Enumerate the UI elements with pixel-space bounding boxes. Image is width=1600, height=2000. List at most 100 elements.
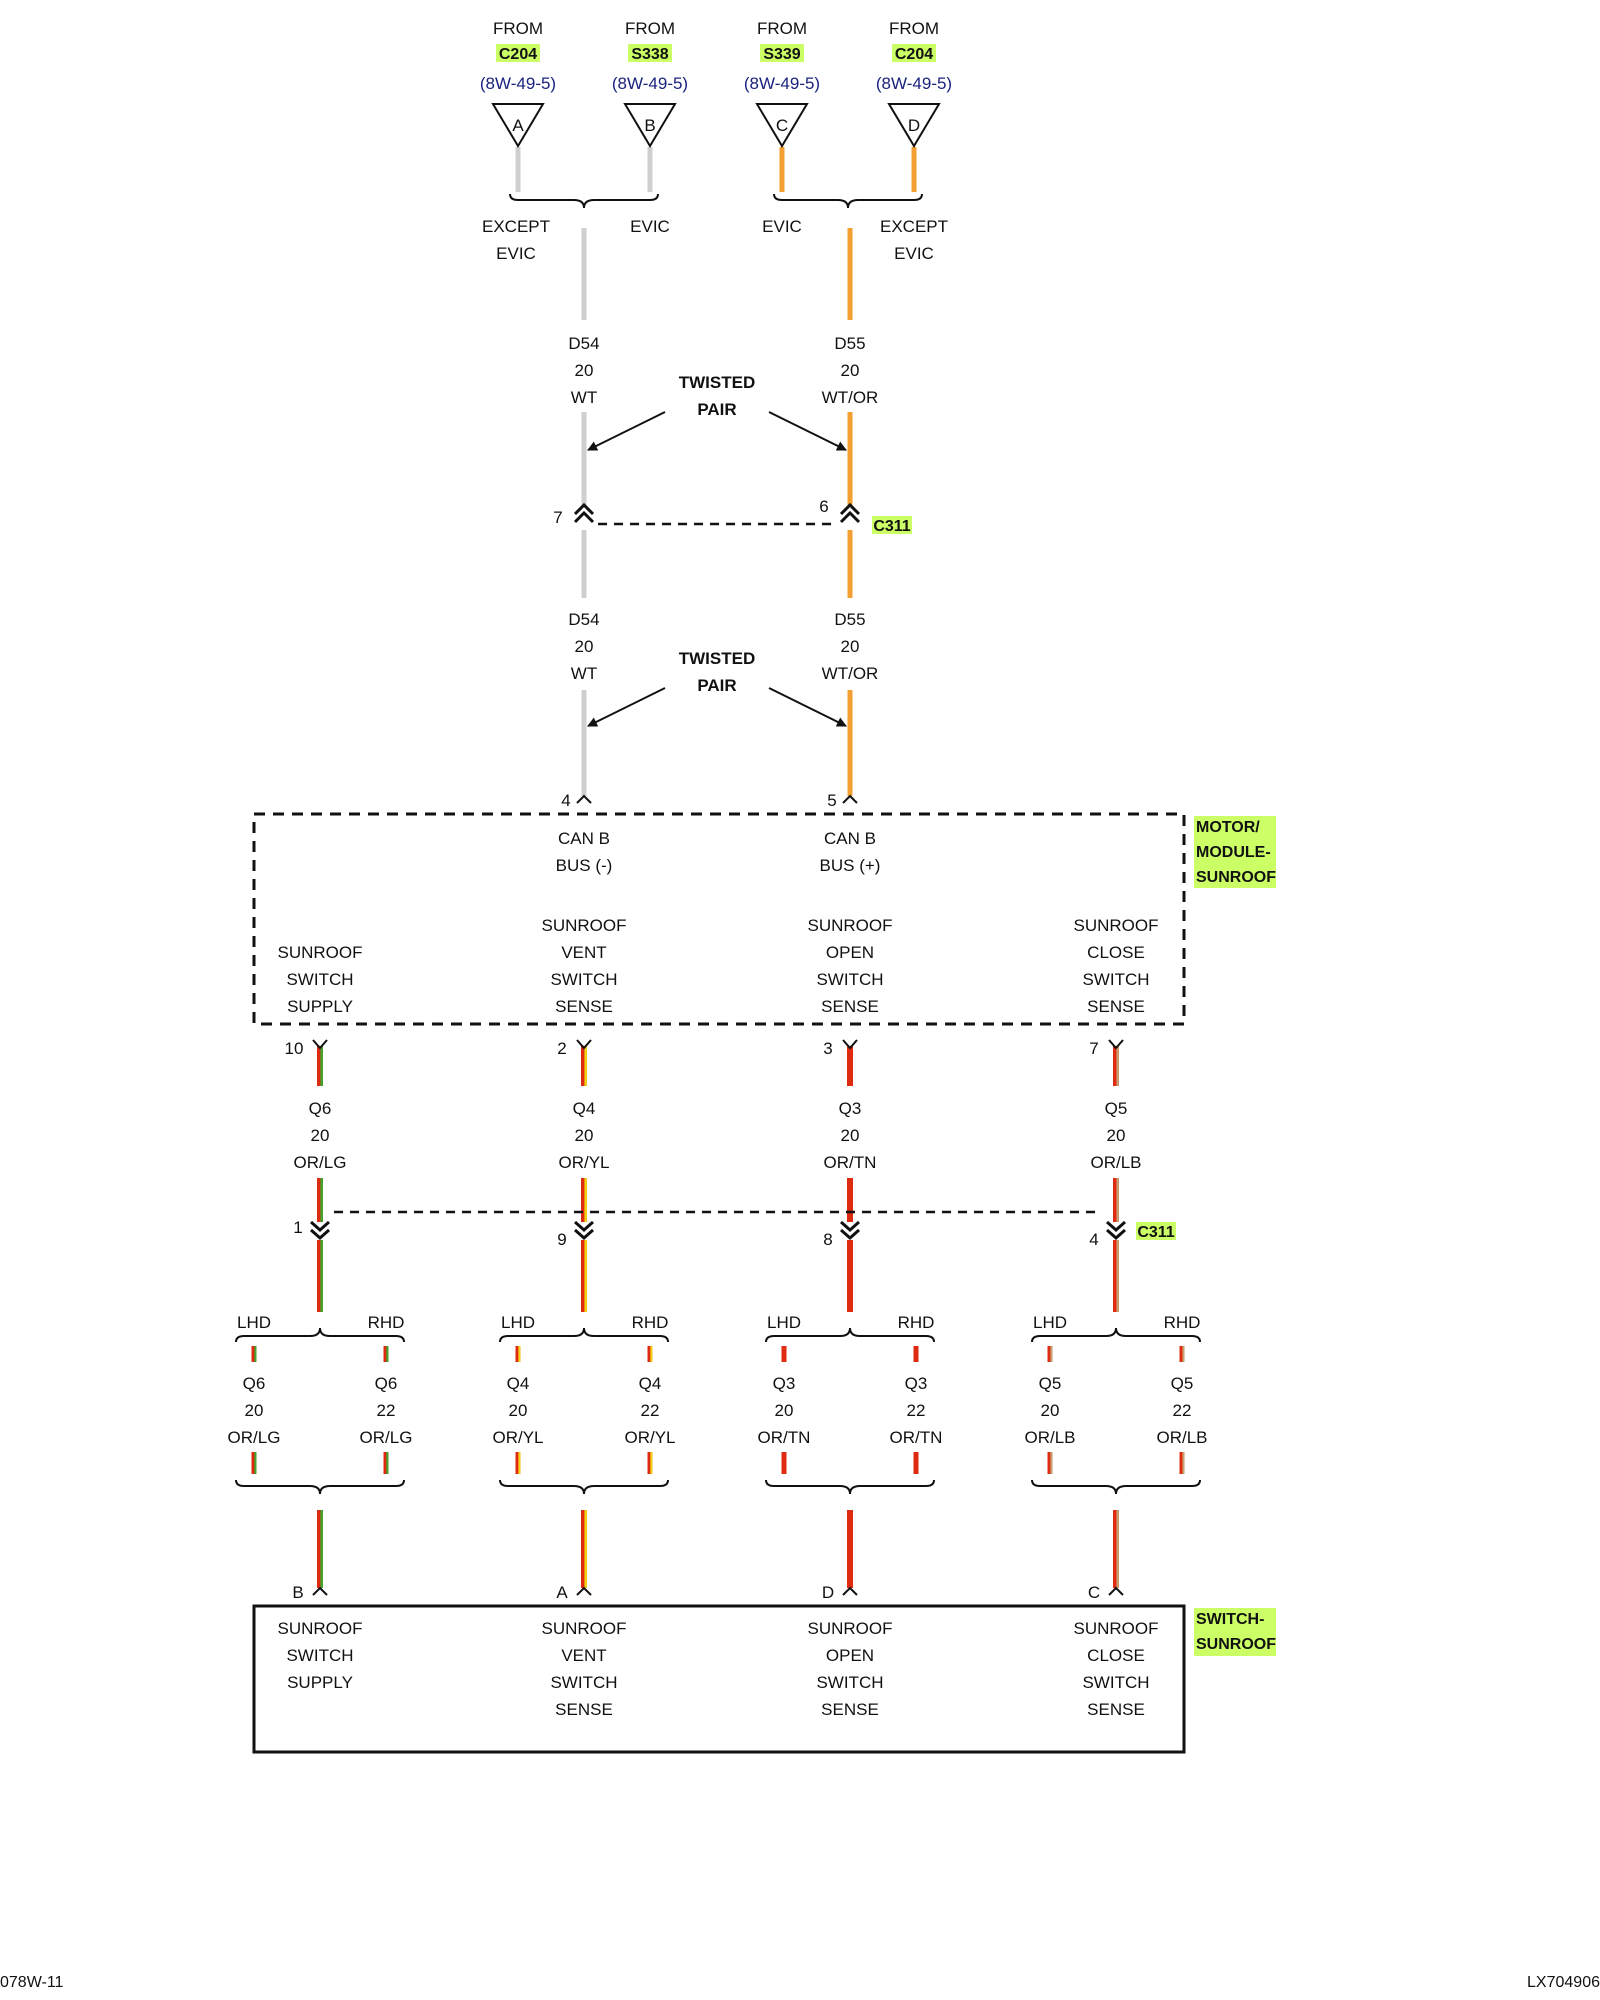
module-terminal-pin-label: 2	[557, 1039, 566, 1058]
c311-highlight	[1136, 1222, 1176, 1240]
source-letter: A	[512, 116, 524, 135]
rhd-circuit-label: 22	[1173, 1401, 1192, 1420]
module-terminal-pin-label: 10	[285, 1039, 304, 1058]
lhd-circuit-label: 20	[1041, 1401, 1060, 1420]
can-wire-right-label: WT/OR	[822, 664, 879, 683]
module-terminal-label: SENSE	[1087, 997, 1145, 1016]
switch-pin-chevron	[1108, 1586, 1124, 1596]
module-can-pin-chevron	[842, 794, 858, 804]
module-can-pin-chevron	[576, 794, 592, 804]
switch-circuit-label: OR/LG	[294, 1153, 347, 1172]
switch-terminal-label: SWITCH	[816, 1673, 883, 1692]
can-wire-right-label: D55	[834, 610, 865, 629]
source-letter: D	[908, 116, 920, 135]
lhd-rhd-brace-bottom	[499, 1479, 669, 1495]
source-ref-label: (8W-49-5)	[612, 74, 688, 93]
source-connector-label: C204	[895, 46, 933, 63]
rhd-circuit-label: OR/TN	[890, 1428, 943, 1447]
switch-circuit-label: OR/TN	[824, 1153, 877, 1172]
source-connector-highlight	[892, 44, 936, 62]
option-brace-left	[509, 193, 659, 209]
rhd-label: RHD	[368, 1313, 405, 1332]
source-ref-label: (8W-49-5)	[876, 74, 952, 93]
source-triangle	[491, 103, 545, 148]
module-terminal-pin-chevron	[312, 1039, 328, 1050]
module-terminal-label: SWITCH	[550, 970, 617, 989]
module-terminal-pin-chevron	[1108, 1039, 1124, 1050]
c311-lower-chevron	[310, 1228, 330, 1241]
switch-terminal-label: SWITCH	[550, 1673, 617, 1692]
source-triangle	[623, 103, 677, 148]
twisted-pair-label: PAIR	[697, 400, 736, 419]
lhd-rhd-brace-top	[1031, 1327, 1201, 1343]
rhd-label: RHD	[1164, 1313, 1201, 1332]
module-terminal-label: SUNROOF	[542, 916, 627, 935]
rhd-circuit-label: 22	[641, 1401, 660, 1420]
option-brace-right	[773, 193, 923, 209]
module-name-label: SUNROOF	[1196, 869, 1276, 886]
switch-circuit-label: 20	[311, 1126, 330, 1145]
module-can-pin-label: 5	[827, 791, 836, 810]
option-label: EVIC	[496, 244, 536, 263]
switch-circuit-label: Q3	[839, 1099, 862, 1118]
switch-circuit-label: 20	[1107, 1126, 1126, 1145]
module-terminal-pin-chevron	[576, 1039, 592, 1050]
twisted-pair-arrow	[768, 411, 847, 451]
rhd-circuit-label: OR/LG	[360, 1428, 413, 1447]
switch-circuit-label: OR/YL	[558, 1153, 609, 1172]
twisted-pair-label: TWISTED	[679, 649, 756, 668]
twisted-pair-arrow	[587, 687, 666, 727]
switch-circuit-label: Q4	[573, 1099, 596, 1118]
switch-terminal-label: SUPPLY	[287, 1673, 353, 1692]
module-terminal-label: VENT	[561, 943, 606, 962]
module-terminal-label: OPEN	[826, 943, 874, 962]
option-label: EXCEPT	[880, 217, 948, 236]
switch-terminal-label: SENSE	[555, 1700, 613, 1719]
c311-lower-chevron	[310, 1220, 330, 1233]
switch-terminal-label: SENSE	[1087, 1700, 1145, 1719]
rhd-circuit-label: Q6	[375, 1374, 398, 1393]
can-wire-left-label: D54	[568, 334, 599, 353]
module-terminal-label: SUNROOF	[278, 943, 363, 962]
module-terminal-pin-label: 7	[1089, 1039, 1098, 1058]
can-wire-right-label: D55	[834, 334, 865, 353]
rhd-label: RHD	[632, 1313, 669, 1332]
lhd-rhd-brace-bottom	[1031, 1479, 1201, 1495]
lhd-circuit-label: 20	[775, 1401, 794, 1420]
c311-lower-chevron	[840, 1228, 860, 1241]
switch-circuit-label: Q5	[1105, 1099, 1128, 1118]
switch-terminal-label: SUNROOF	[1074, 1619, 1159, 1638]
twisted-pair-label: TWISTED	[679, 373, 756, 392]
module-box	[252, 812, 1186, 1026]
can-wire-left-label: 20	[575, 361, 594, 380]
module-terminal-label: SWITCH	[286, 970, 353, 989]
lhd-circuit-label: OR/YL	[492, 1428, 543, 1447]
lhd-circuit-label: Q4	[507, 1374, 530, 1393]
c311-highlight	[872, 516, 912, 534]
switch-terminal-label: SWITCH	[1082, 1673, 1149, 1692]
switch-pin-label: A	[556, 1583, 568, 1602]
lhd-circuit-label: Q5	[1039, 1374, 1062, 1393]
switch-name-highlight	[1194, 1608, 1276, 1656]
can-wire-right-label: WT/OR	[822, 388, 879, 407]
option-label: EVIC	[762, 217, 802, 236]
lhd-circuit-label: Q3	[773, 1374, 796, 1393]
c311-upper-chevron	[573, 502, 595, 516]
lhd-rhd-brace-top	[499, 1327, 669, 1343]
lhd-rhd-brace-top	[765, 1327, 935, 1343]
can-wire-left-label: D54	[568, 610, 599, 629]
rhd-circuit-label: Q5	[1171, 1374, 1194, 1393]
twisted-pair-arrow	[587, 411, 666, 451]
module-can-label: CAN B	[824, 829, 876, 848]
switch-pin-chevron	[576, 1586, 592, 1596]
switch-terminal-label: SUNROOF	[808, 1619, 893, 1638]
c311-upper-chevron	[839, 502, 861, 516]
c311-lower-chevron	[1106, 1220, 1126, 1233]
module-can-label: BUS (-)	[556, 856, 613, 875]
c311-upper-chevron	[573, 510, 595, 524]
lhd-circuit-label: 20	[245, 1401, 264, 1420]
c311-pin-label: 8	[823, 1230, 832, 1249]
c311-pin-label: 4	[1089, 1230, 1098, 1249]
switch-terminal-label: SUNROOF	[542, 1619, 627, 1638]
